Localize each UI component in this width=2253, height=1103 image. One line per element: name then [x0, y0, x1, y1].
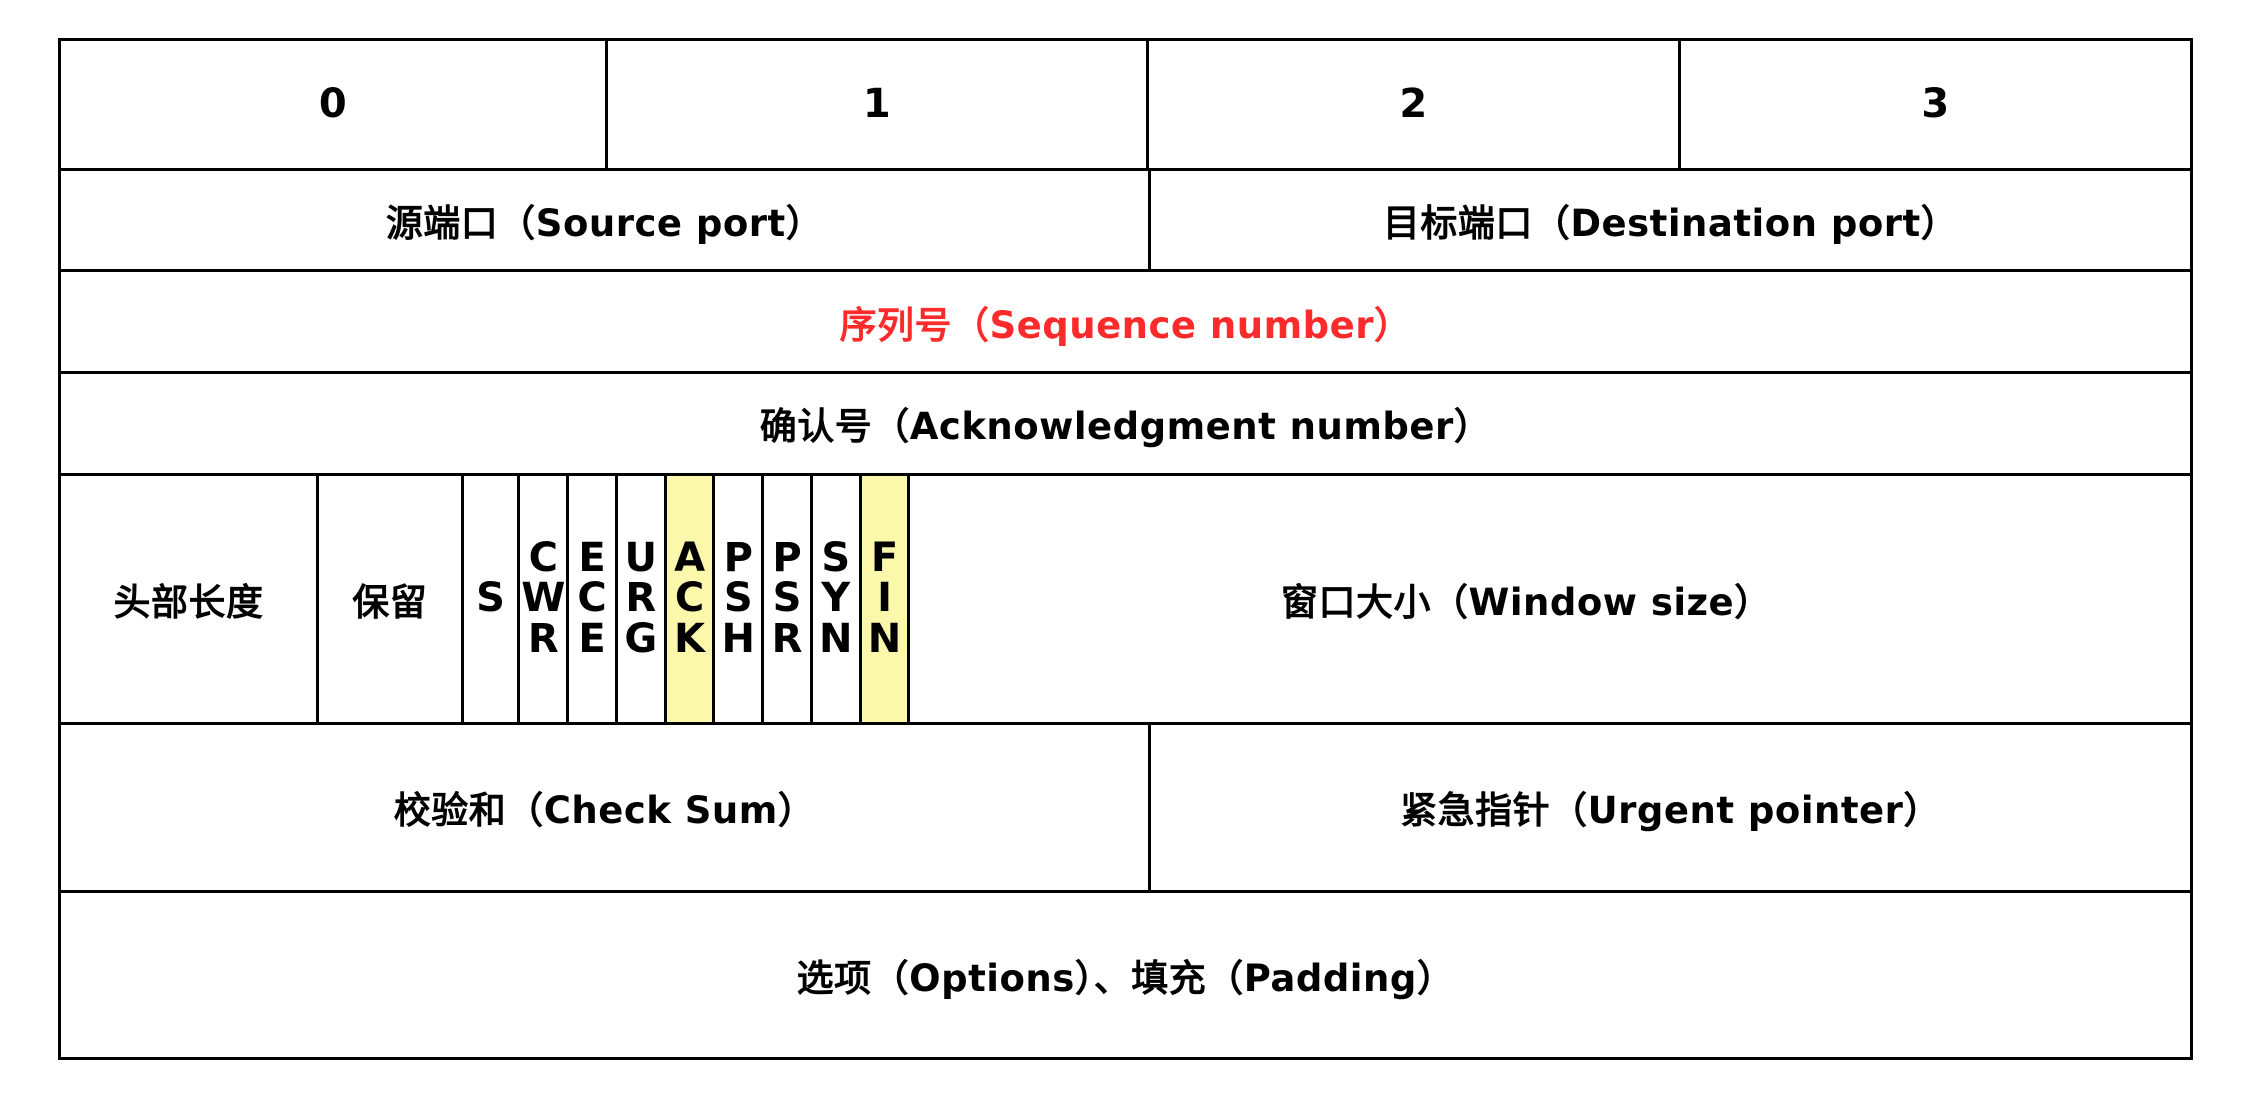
flag-bit-syn: S Y N [813, 475, 862, 722]
flag-letter: F [870, 534, 899, 581]
flag-letter: P [772, 534, 802, 581]
header-length-field: 头部长度 [61, 475, 320, 722]
flag-letter: C [577, 575, 607, 622]
flag-letter: A [674, 534, 706, 581]
flag-letter: R [527, 616, 559, 663]
destination-port-field: 目标端口（Destination port） [1382, 201, 1959, 245]
ports-row: 源端口（Source port） 目标端口（Destination port） [61, 170, 2190, 273]
flag-letter: R [625, 575, 657, 622]
flag-bit-psh: P S H [715, 475, 765, 722]
reserved-field: 保留 [319, 475, 464, 722]
byte-ruler-row: 0 1 2 3 [61, 41, 2190, 171]
flag-bit-ece-letters: E C E [577, 534, 607, 663]
byte-ruler-label-2: 2 [1149, 41, 1682, 168]
flag-letter: S [772, 575, 802, 622]
source-port-field: 源端口（Source port） [61, 170, 1152, 270]
flag-bit-psr: P S R [764, 475, 813, 722]
flags-row: 头部长度 保留 S C W R E C E U R G [61, 475, 2190, 725]
flag-letter: E [578, 616, 606, 663]
window-size-field: 窗口大小（Window size） [1281, 580, 1772, 624]
flag-bit-ece: E C E [569, 475, 618, 722]
flag-bit-fin-letters: F I N [867, 534, 902, 663]
checksum-field: 校验和（Check Sum） [61, 725, 1152, 890]
flag-letter: I [877, 575, 892, 622]
flag-bit-ack-letters: A C K [674, 534, 706, 663]
flag-bit-s: S [464, 475, 521, 722]
flag-letter: U [624, 534, 658, 581]
checksum-row: 校验和（Check Sum） 紧急指针（Urgent pointer） [61, 725, 2190, 893]
byte-ruler-label-1: 1 [608, 41, 1149, 168]
flag-bit-psr-letters: P S R [771, 534, 803, 663]
flag-letter: E [578, 534, 606, 581]
flag-letter: P [723, 534, 753, 581]
sequence-number-row: 序列号（Sequence number） [61, 272, 2190, 375]
flag-bit-cwr: C W R [520, 475, 570, 722]
flag-letter: N [867, 616, 902, 663]
urgent-pointer-field: 紧急指针（Urgent pointer） [1400, 789, 1941, 833]
acknowledgment-number-field: 确认号（Acknowledgment number） [759, 405, 1492, 449]
flag-letter: N [819, 616, 853, 663]
flag-letter: S [723, 575, 753, 622]
flag-bit-syn-letters: S Y N [819, 534, 853, 663]
flag-bit-fin: F I N [861, 475, 911, 722]
flag-letter: S [821, 534, 851, 581]
byte-ruler-label-0: 0 [61, 41, 609, 168]
tcp-header-diagram: 0 1 2 3 源端口（Source port） 目标端口（Destinatio… [58, 38, 2193, 1060]
flag-letter: Y [821, 575, 851, 622]
flag-letter: K [674, 616, 706, 663]
flag-bit-psh-letters: P S H [721, 534, 756, 663]
flag-letter: W [521, 575, 566, 622]
flag-letter: H [721, 616, 756, 663]
byte-ruler-label-3: 3 [1921, 81, 1950, 128]
flag-letter: R [771, 616, 803, 663]
flag-bit-urg-letters: U R G [624, 534, 658, 663]
options-padding-field: 选项（Options）、填充（Padding） [796, 956, 1455, 1000]
flag-letter: C [674, 575, 705, 622]
flag-bit-ack: A C K [666, 475, 716, 722]
flag-letter: C [528, 534, 558, 581]
flag-bit-urg: U R G [618, 475, 667, 722]
acknowledgment-number-row: 确认号（Acknowledgment number） [61, 374, 2190, 476]
flag-letter: G [624, 616, 658, 663]
sequence-number-field: 序列号（Sequence number） [839, 303, 1412, 347]
flag-bit-cwr-letters: C W R [521, 534, 566, 663]
flag-bit-s-letters: S [476, 578, 505, 619]
options-padding-row: 选项（Options）、填充（Padding） [61, 893, 2190, 1058]
flag-letter: S [476, 575, 505, 622]
